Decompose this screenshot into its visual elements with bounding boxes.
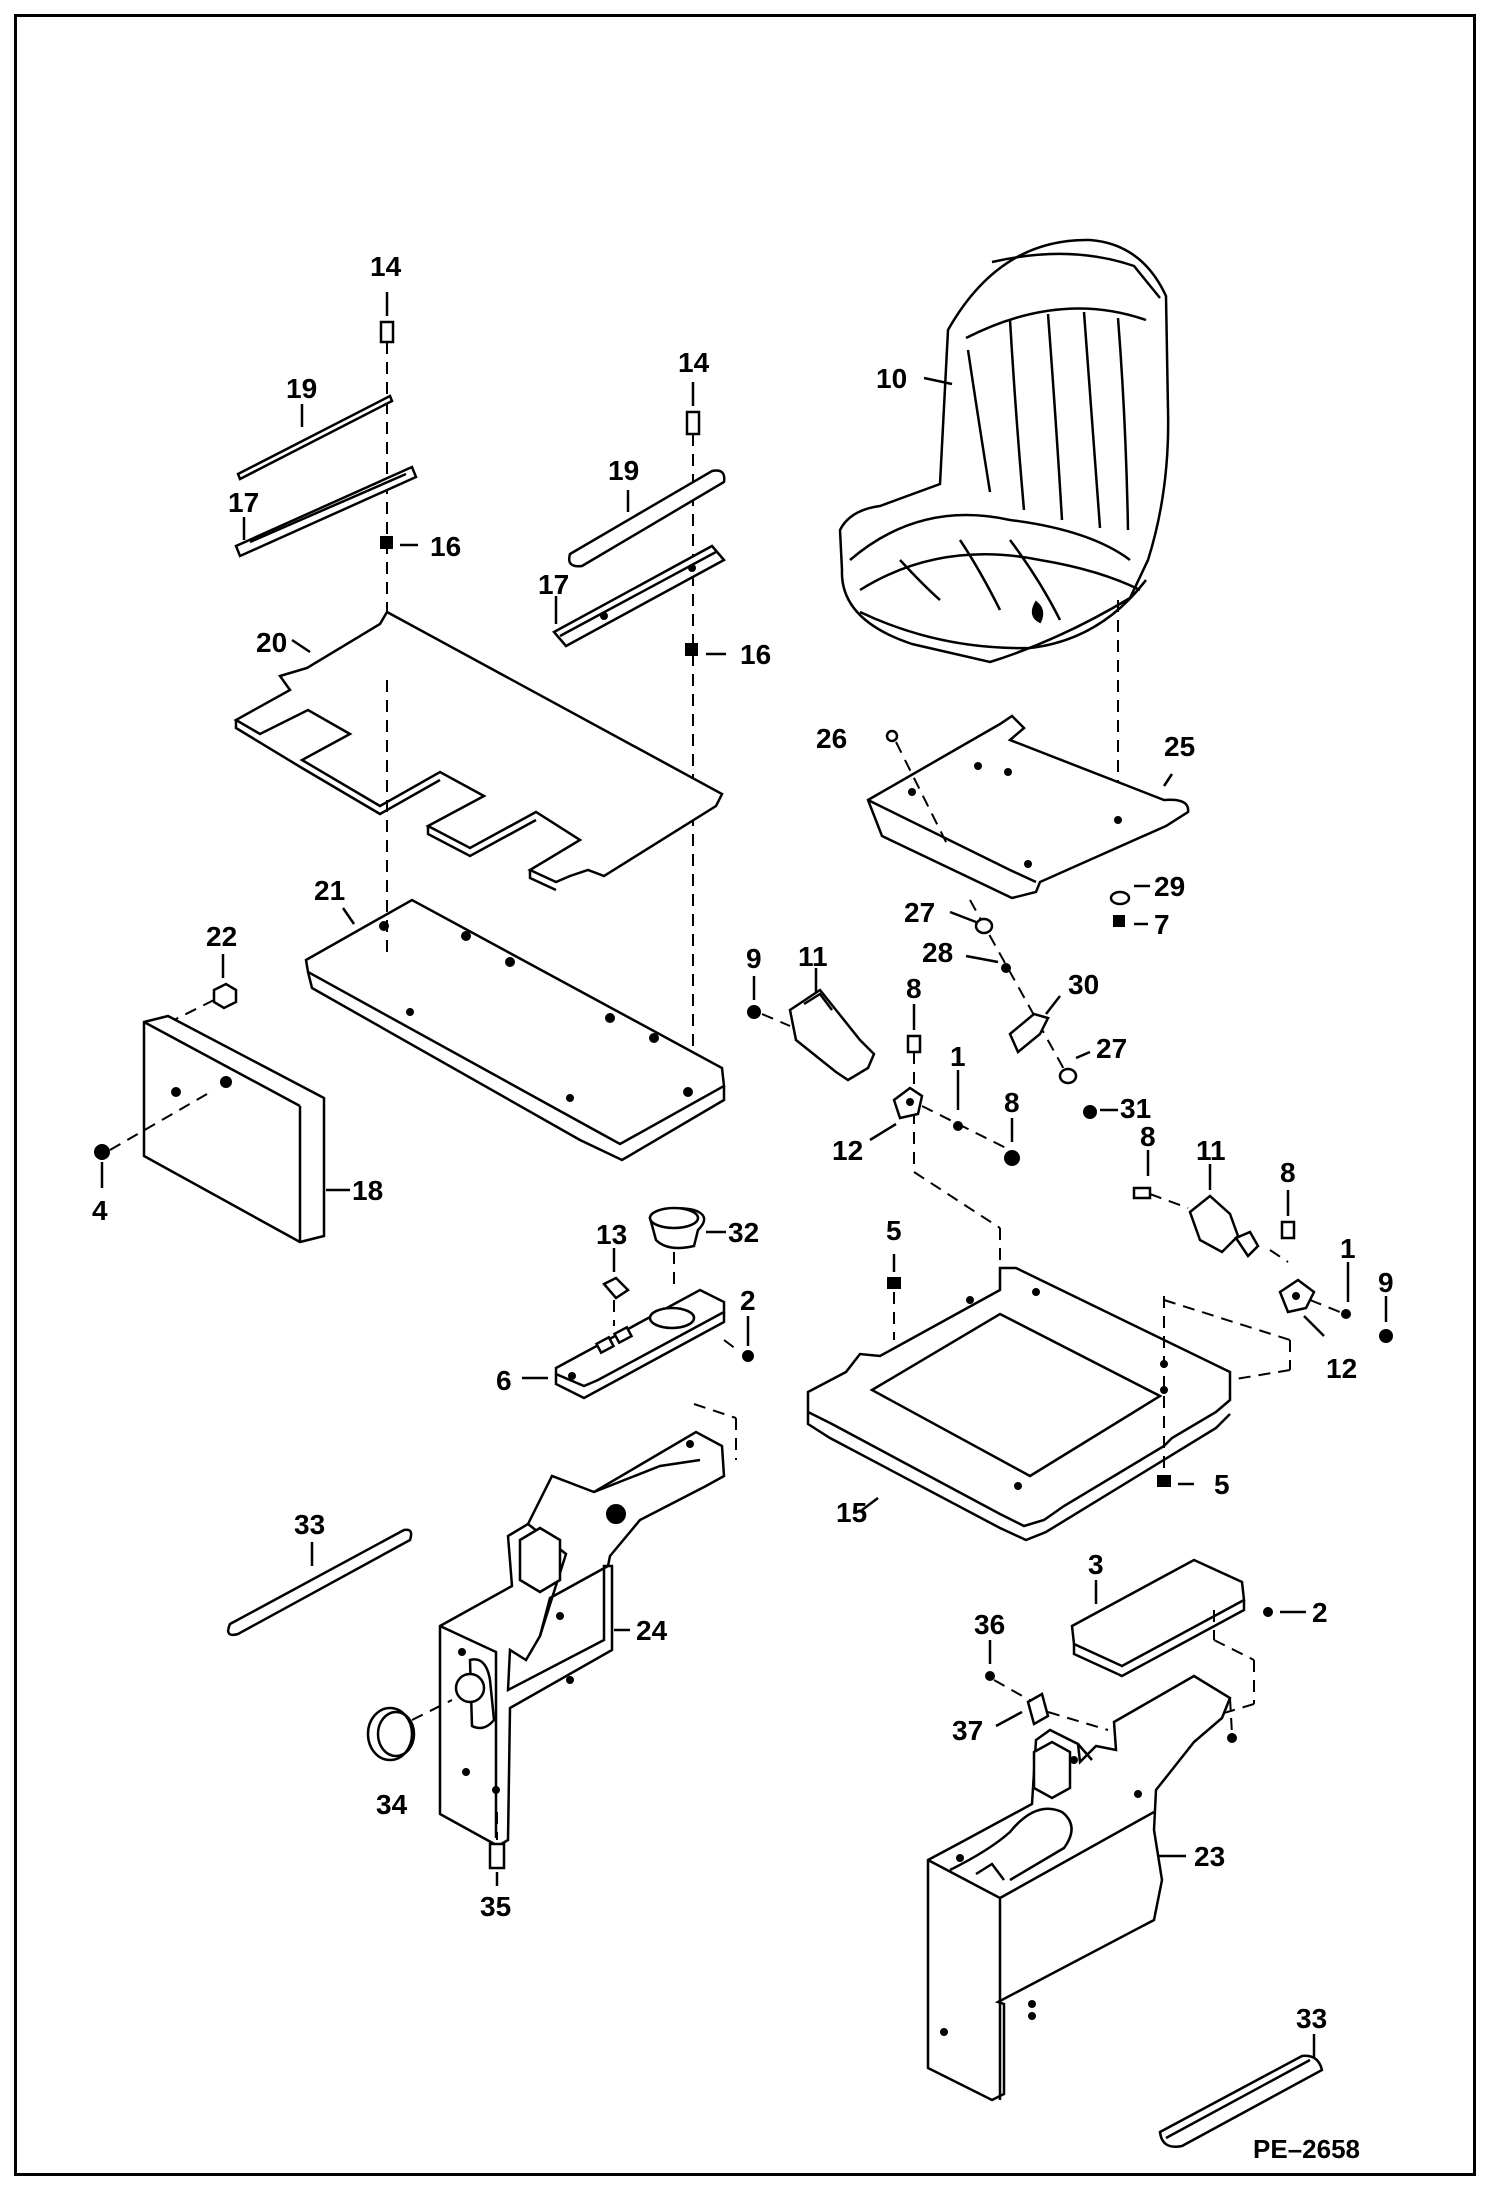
callout-4: 4 [92, 1195, 108, 1226]
callout-37: 37 [952, 1715, 983, 1746]
part-10-seat [838, 238, 1170, 826]
callout-34: 34 [376, 1789, 408, 1820]
callout-2: 2 [740, 1285, 756, 1316]
callout-2: 2 [1312, 1597, 1328, 1628]
callout-8: 8 [1140, 1121, 1156, 1152]
callout-33: 33 [294, 1509, 325, 1540]
part-16-nut-left [380, 536, 418, 549]
part-5-bolt-top [887, 1254, 901, 1340]
part-19-rod-left [236, 394, 394, 481]
callout-12: 12 [832, 1135, 863, 1166]
part-11-seat-belt-right [1132, 1150, 1260, 1258]
part-18-panel [142, 1014, 350, 1244]
callout-14: 14 [678, 347, 710, 378]
callout-5: 5 [1214, 1469, 1230, 1500]
part-25-seat-pan [866, 714, 1190, 900]
callout-16: 16 [430, 531, 461, 562]
callout-9: 9 [1378, 1267, 1394, 1298]
callout-18: 18 [352, 1175, 383, 1206]
callout-19: 19 [286, 373, 317, 404]
callout-5: 5 [886, 1215, 902, 1246]
part-21-floor-plate [304, 680, 726, 1162]
callout-15: 15 [836, 1497, 867, 1528]
callout-31: 31 [1120, 1093, 1151, 1124]
part-16-nut-right [685, 643, 726, 656]
callout-36: 36 [974, 1609, 1005, 1640]
part-7-nut [1113, 915, 1148, 927]
part-17-channel-left [234, 465, 418, 558]
part-6-console-cover [522, 1288, 726, 1400]
part-9-nut-right [1379, 1296, 1393, 1343]
part-22-clip [173, 954, 238, 1021]
part-12-bracket-right [1278, 1278, 1325, 1337]
callout-28: 28 [922, 937, 953, 968]
callout-14: 14 [370, 251, 402, 282]
callout-26: 26 [816, 723, 847, 754]
callout-6: 6 [496, 1365, 512, 1396]
callout-7: 7 [1154, 909, 1170, 940]
part-14-bolt-left [379, 292, 395, 620]
part-29-washer [1109, 884, 1150, 906]
part-23-right-console [926, 1674, 1237, 2102]
callout-labels: 14 19 17 16 14 19 17 16 20 21 22 18 4 10… [92, 251, 1394, 2034]
callout-22: 22 [206, 921, 237, 952]
part-37-bracket [995, 1692, 1109, 1731]
callout-13: 13 [596, 1219, 627, 1250]
callout-8: 8 [906, 973, 922, 1004]
part-1-washer-right [1309, 1262, 1351, 1319]
callout-1: 1 [950, 1041, 966, 1072]
part-17-channel-right [552, 544, 726, 648]
callout-3: 3 [1088, 1549, 1104, 1580]
part-20-floor-mat [233, 610, 724, 892]
part-32-cup-holder [648, 1206, 726, 1290]
part-5-bolt-bottom [1157, 1296, 1291, 1487]
part-35-bolt [488, 1812, 506, 1886]
callout-20: 20 [256, 627, 287, 658]
callout-11: 11 [798, 941, 828, 972]
part-36-screw [985, 1640, 1041, 1707]
parts-27-28-30-31-belt-bracket [949, 899, 1118, 1119]
callout-10: 10 [876, 363, 907, 394]
callout-1: 1 [1340, 1233, 1356, 1264]
part-2-screw-right [1213, 1607, 1306, 1717]
part-13-switch [602, 1248, 630, 1326]
callout-12: 12 [1326, 1353, 1357, 1384]
part-8-bolt-left-b [1004, 1118, 1020, 1166]
part-4-screw [94, 1089, 215, 1188]
callout-17: 17 [538, 569, 569, 600]
callout-29: 29 [1154, 871, 1185, 902]
callout-33: 33 [1296, 2003, 1327, 2034]
drawing-code: PE–2658 [1253, 2134, 1360, 2164]
callout-19: 19 [608, 455, 639, 486]
callout-8: 8 [1004, 1087, 1020, 1118]
part-3-armrest-pad [1070, 1558, 1246, 1678]
callout-27: 27 [1096, 1033, 1127, 1064]
part-33-trim-right [1158, 2034, 1324, 2148]
part-11-seat-belt-left [747, 968, 876, 1082]
callout-16: 16 [740, 639, 771, 670]
callout-24: 24 [636, 1615, 668, 1646]
part-14-bolt-right [685, 382, 701, 1096]
callout-32: 32 [728, 1217, 759, 1248]
callout-11: 11 [1196, 1135, 1226, 1166]
part-12-bracket-left [869, 1086, 1011, 1151]
callout-27: 27 [904, 897, 935, 928]
callout-30: 30 [1068, 969, 1099, 1000]
part-19-rod-right [568, 469, 726, 568]
callout-17: 17 [228, 487, 259, 518]
part-33-trim-left [227, 1528, 413, 1637]
part-34-cup-plug [366, 1699, 453, 1762]
callout-8: 8 [1280, 1157, 1296, 1188]
callout-25: 25 [1164, 731, 1195, 762]
part-2-screw-left [723, 1316, 754, 1362]
part-1-washer-left [953, 1070, 963, 1131]
callout-23: 23 [1194, 1841, 1225, 1872]
part-8-bolt-right [1269, 1190, 1296, 1263]
callout-9: 9 [746, 943, 762, 974]
callout-35: 35 [480, 1891, 511, 1922]
part-24-left-console [438, 1403, 737, 1848]
callout-21: 21 [314, 875, 345, 906]
